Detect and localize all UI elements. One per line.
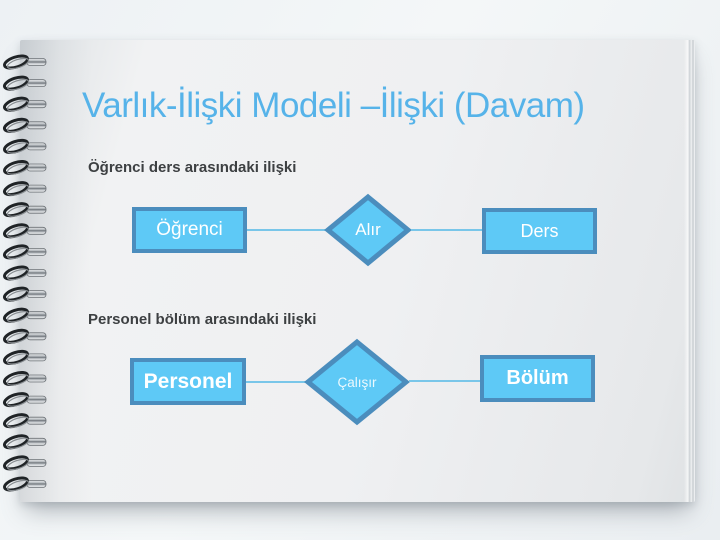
spiral-coil <box>2 434 47 450</box>
spiral-coil <box>2 202 47 218</box>
relationship-diamond-calisir[interactable]: Çalışır <box>304 338 410 426</box>
spiral-coil <box>2 159 47 176</box>
section-heading-personel-bolum: Personel bölüm arasındaki ilişki <box>88 311 317 328</box>
spiral-coil <box>2 307 47 323</box>
diamond-shape <box>324 193 412 267</box>
relationship-label: Çalışır <box>337 374 377 390</box>
spiral-coil <box>2 244 47 260</box>
section-heading-ogrenci-ders: Öğrenci ders arasındaki ilişki <box>88 159 297 176</box>
connector-line <box>409 380 481 382</box>
spiral-coil <box>2 286 47 302</box>
diamond-shape <box>304 338 410 426</box>
entity-label: Öğrenci <box>156 219 223 240</box>
spiral-coil <box>2 413 47 429</box>
spiral-coil <box>2 96 47 112</box>
entity-box-ders[interactable]: Ders <box>482 208 597 254</box>
connector-line <box>411 229 483 231</box>
spiral-coil <box>2 392 47 408</box>
spiral-coil <box>2 349 47 365</box>
entity-label: Bölüm <box>506 367 569 389</box>
spiral-coil <box>2 370 47 387</box>
connector-line <box>246 381 306 383</box>
spiral-coil <box>2 476 47 492</box>
spiral-coil <box>2 265 47 281</box>
entity-label: Ders <box>520 220 559 241</box>
notebook-page: Varlık-İlişki Modeli –İlişki (Davam) Öğr… <box>20 40 695 502</box>
spiral-coil <box>2 328 47 344</box>
connector-line <box>247 229 325 231</box>
spiral-coil <box>2 455 47 471</box>
entity-box-bolum[interactable]: Bölüm <box>480 355 595 402</box>
entity-box-ogrenci[interactable]: Öğrenci <box>132 207 247 253</box>
spiral-binding <box>2 54 47 492</box>
relationship-diamond-alir[interactable]: Alır <box>324 193 412 267</box>
spiral-coil <box>2 138 47 154</box>
entity-box-personel[interactable]: Personel <box>130 358 246 405</box>
slide-title: Varlık-İlişki Modeli –İlişki (Davam) <box>82 86 585 125</box>
spiral-coil <box>2 223 47 239</box>
spiral-coil <box>2 181 47 197</box>
entity-label: Personel <box>143 369 233 393</box>
spiral-coil <box>2 117 47 133</box>
spiral-coil <box>2 54 47 70</box>
spiral-coil <box>2 75 47 91</box>
relationship-label: Alır <box>355 220 381 239</box>
